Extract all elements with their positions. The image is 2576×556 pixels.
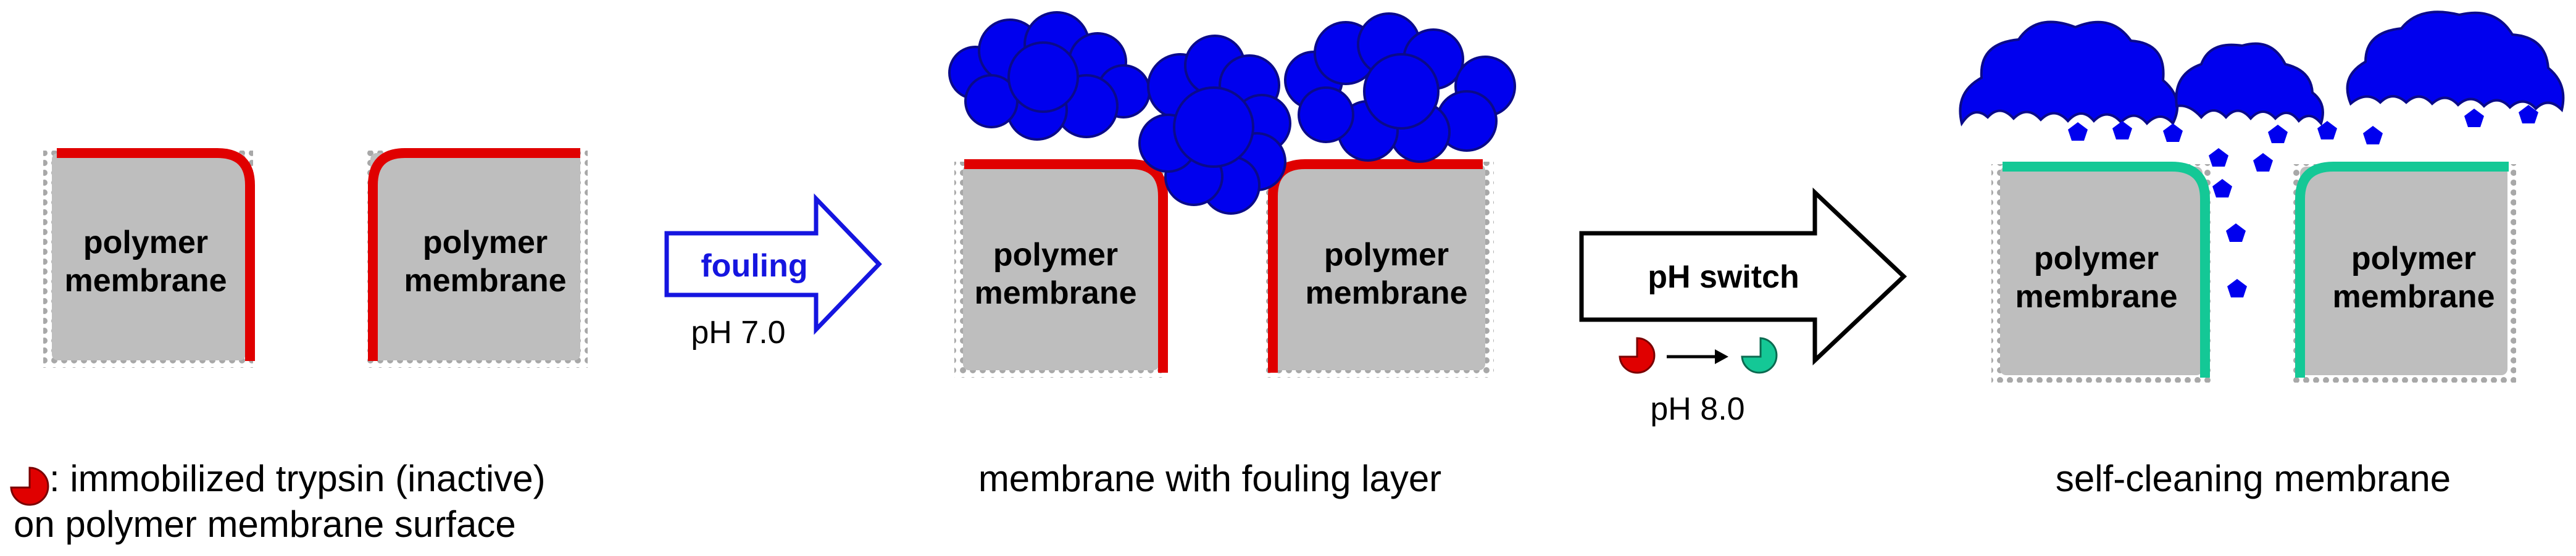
membrane-label-line-1: polymer	[2351, 241, 2476, 276]
degrading-foulant-cloud	[1959, 20, 2179, 127]
membrane-label-line-2: membrane	[2015, 279, 2178, 315]
fragment-pentagon	[2227, 279, 2247, 297]
membrane-label-line-1: polymer	[83, 225, 208, 260]
fouling-arrow: fouling pH 7.0	[664, 193, 882, 351]
polymer-membrane-block: polymer membrane	[43, 148, 255, 368]
trypsin-coating	[368, 148, 580, 361]
trypsin-coating	[2295, 162, 2509, 378]
self-cleaning-caption: self-cleaning membrane	[2056, 458, 2451, 499]
fouling-arrow-label: fouling	[701, 248, 807, 284]
trypsin-coating	[57, 148, 255, 361]
ph-switch-label: pH switch	[1648, 259, 1799, 295]
fragment-pentagon	[2226, 223, 2246, 242]
inactive-enzyme-icon	[1619, 337, 1656, 374]
fragment-pentagon	[2519, 105, 2538, 123]
membrane-label-line-1: polymer	[2034, 241, 2159, 276]
peptide-fragments	[2068, 105, 2538, 297]
fragment-pentagon	[2068, 122, 2088, 141]
conversion-arrowhead-icon	[1715, 349, 1728, 364]
panel-fouled-membrane: polymer membrane polymer membrane	[948, 11, 1516, 499]
inactive-enzyme-icon	[10, 467, 49, 506]
membrane-label-line-2: membrane	[65, 263, 227, 299]
fragment-pentagon	[2464, 109, 2484, 127]
fragment-pentagon	[2163, 123, 2183, 142]
fouled-caption: membrane with fouling layer	[978, 458, 1441, 499]
membrane-label-line-2: membrane	[404, 263, 567, 299]
fragment-pentagon	[2253, 153, 2273, 172]
polymer-membrane-block: polymer membrane	[365, 148, 588, 368]
membrane-label-line-1: polymer	[1324, 237, 1449, 273]
trypsin-coating	[2003, 162, 2210, 378]
fouling-ph-label: pH 7.0	[691, 315, 785, 351]
legend-caption-line-1: : immobilized trypsin (inactive)	[49, 458, 546, 499]
polymer-membrane-block: polymer membrane	[2290, 162, 2516, 383]
polymer-membrane-block: polymer membrane	[1263, 159, 1494, 378]
foulant-cloud	[1138, 35, 1291, 215]
ph-switch-arrow: pH switch pH 8.0	[1579, 187, 1907, 427]
membrane-label-line-2: membrane	[2333, 279, 2495, 315]
degrading-foulant-cloud	[2346, 10, 2565, 112]
membrane-label-line-1: polymer	[993, 237, 1118, 273]
panel-self-cleaning-membrane: polymer membrane polymer membrane	[1959, 10, 2565, 499]
fragment-pentagon	[2112, 121, 2132, 139]
legend-caption-line-2: on polymer membrane surface	[14, 504, 516, 545]
switch-ph-label: pH 8.0	[1650, 391, 1744, 427]
polymer-membrane-block: polymer membrane	[954, 159, 1168, 378]
polymer-membrane-block: polymer membrane	[1991, 162, 2211, 383]
foulant-cloud	[1284, 12, 1516, 163]
fragment-pentagon	[2317, 121, 2337, 139]
membrane-label-line-2: membrane	[1306, 275, 1468, 311]
foulant-cloud	[948, 11, 1151, 141]
fragment-pentagon	[2212, 179, 2232, 197]
panel-initial-membrane: polymer membrane polymer membrane : immo…	[10, 148, 588, 545]
fragment-pentagon	[2209, 148, 2228, 167]
membrane-label-line-1: polymer	[423, 225, 548, 260]
active-enzyme-icon	[1741, 337, 1778, 374]
degrading-foulant-cloud	[2175, 42, 2324, 127]
fragment-pentagon	[2268, 125, 2288, 143]
fragment-pentagon	[2363, 126, 2383, 144]
trypsin-coating	[964, 159, 1168, 373]
membrane-label-line-2: membrane	[975, 275, 1137, 311]
